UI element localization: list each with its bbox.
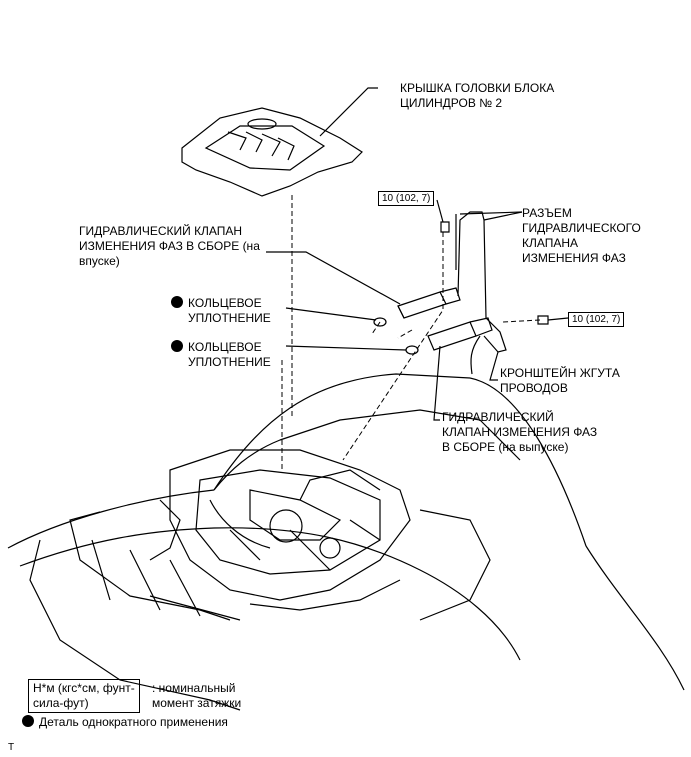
oring-1-shape — [373, 317, 387, 327]
legend-unit-desc-line-2: момент затяжки — [152, 696, 242, 710]
exhaust-valve-label-line-1: ГИДРАВЛИЧЕСКИЙ — [442, 410, 554, 424]
legend-single-use-text: Деталь однократного применения — [39, 715, 228, 729]
oring-2-label-line-1: КОЛЬЦЕВОЕ — [188, 340, 262, 354]
single-use-bullet-icon — [22, 715, 34, 727]
bolt-right — [537, 315, 549, 325]
connector-label-line-4: ИЗМЕНЕНИЯ ФАЗ — [522, 251, 626, 265]
torque-box-right: 10 (102, 7) — [568, 312, 625, 327]
intake-valve-label-line-1: ГИДРАВЛИЧЕСКИЙ КЛАПАН — [79, 224, 243, 238]
cover-label: КРЫШКА ГОЛОВКИ БЛОКА ЦИЛИНДРОВ № 2 — [400, 81, 554, 111]
single-use-bullet-icon — [171, 340, 183, 352]
legend-unit-desc: : номинальный момент затяжки — [152, 681, 241, 711]
intake-valve-shape — [397, 291, 447, 319]
exhaust-valve-label: ГИДРАВЛИЧЕСКИЙ КЛАПАН ИЗМЕНЕНИЯ ФАЗ В СБ… — [442, 410, 597, 455]
engine-cover — [181, 107, 363, 197]
oring-2-label: КОЛЬЦЕВОЕ УПЛОТНЕНИЕ — [171, 340, 271, 370]
legend-unit-box: Н*м (кгс*см, фунт- сила-фут) — [28, 679, 140, 713]
bracket-label-line-1: КРОНШТЕЙН ЖГУТА — [500, 366, 620, 380]
car-body — [7, 373, 685, 691]
intake-valve-label-line-2: ИЗМЕНЕНИЯ ФАЗ В СБОРЕ (на — [79, 239, 260, 253]
bracket-label: КРОНШТЕЙН ЖГУТА ПРОВОДОВ — [500, 366, 620, 396]
torque-box-upper: 10 (102, 7) — [378, 191, 435, 206]
connector-label-line-1: РАЗЪЕМ — [522, 206, 572, 220]
cover-label-line-1: КРЫШКА ГОЛОВКИ БЛОКА — [400, 81, 555, 95]
oring-1-label-line-2: УПЛОТНЕНИЕ — [188, 311, 271, 325]
intake-valve-label-line-3: впуске) — [79, 254, 120, 268]
exhaust-valve-shape — [427, 321, 477, 351]
exhaust-valve-label-line-2: КЛАПАН ИЗМЕНЕНИЯ ФАЗ — [442, 425, 598, 439]
bracket-label-line-2: ПРОВОДОВ — [500, 381, 568, 395]
exhaust-valve-label-line-3: В СБОРЕ (на выпуске) — [442, 440, 569, 454]
oring-1-label: КОЛЬЦЕВОЕ УПЛОТНЕНИЕ — [171, 296, 271, 326]
connector-label-line-3: КЛАПАНА — [522, 236, 579, 250]
cover-label-line-2: ЦИЛИНДРОВ № 2 — [400, 96, 503, 110]
oring-2-label-line-2: УПЛОТНЕНИЕ — [188, 355, 271, 369]
single-use-bullet-icon — [171, 296, 183, 308]
connector-label: РАЗЪЕМ ГИДРАВЛИЧЕСКОГО КЛАПАНА ИЗМЕНЕНИЯ… — [522, 206, 641, 266]
connector-label-line-2: ГИДРАВЛИЧЕСКОГО — [522, 221, 641, 235]
corner-mark: T — [8, 742, 15, 753]
oring-1-label-line-1: КОЛЬЦЕВОЕ — [188, 296, 262, 310]
legend-single-use: Деталь однократного применения — [22, 715, 228, 730]
legend-unit-box-line-2: сила-фут) — [33, 696, 89, 710]
legend-unit-box-line-1: Н*м (кгс*см, фунт- — [33, 681, 135, 695]
intake-valve-label: ГИДРАВЛИЧЕСКИЙ КЛАПАН ИЗМЕНЕНИЯ ФАЗ В СБ… — [79, 224, 260, 269]
oring-2-shape — [405, 345, 419, 355]
legend-unit-desc-line-1: : номинальный — [152, 681, 236, 695]
bolt-upper — [440, 221, 450, 233]
